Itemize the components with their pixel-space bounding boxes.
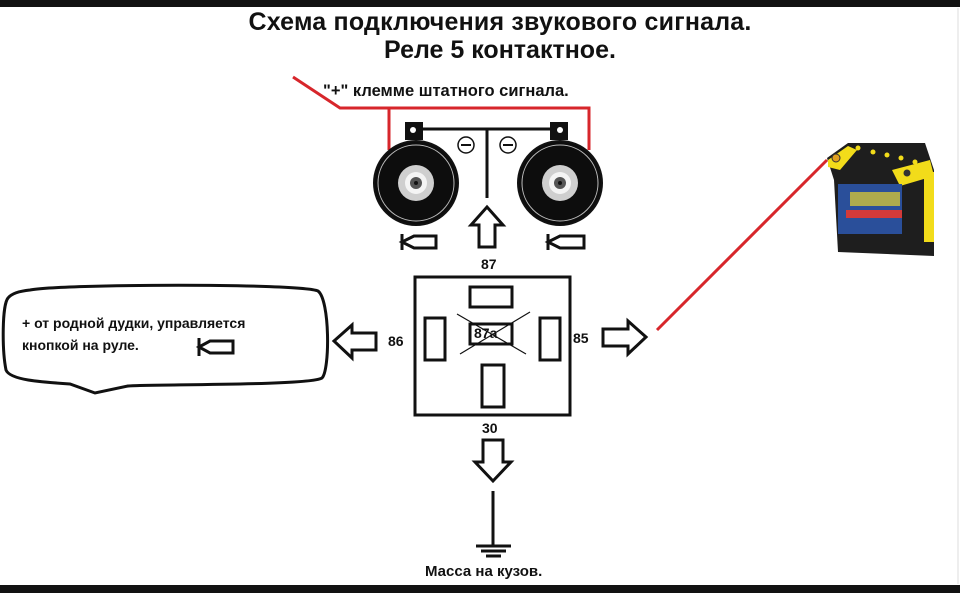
bubble-note-line2: кнопкой на руле. <box>22 337 139 353</box>
right-horn <box>517 122 603 226</box>
bottom-border <box>0 585 960 593</box>
speech-bubble <box>1 283 330 395</box>
diagram-subtitle: Реле 5 контактное. <box>384 36 616 64</box>
pin-label-87: 87 <box>481 256 497 272</box>
arrow-down-icon <box>471 438 515 484</box>
horn-icon <box>195 338 235 356</box>
relay-pin-30 <box>480 363 506 409</box>
battery-icon <box>827 143 934 256</box>
minus-icon <box>457 136 475 154</box>
pin-label-30: 30 <box>482 420 498 436</box>
arrow-right-icon <box>601 317 649 358</box>
pin-87a-crossed-out <box>456 311 531 355</box>
bubble-note-line1: + от родной дудки, управляется <box>22 315 246 331</box>
arrow-left-icon <box>331 321 378 362</box>
pin-label-87a: 87a <box>474 325 498 341</box>
ground-icon <box>476 491 511 558</box>
relay-pin-87 <box>468 285 514 309</box>
horn-bracket <box>420 127 556 198</box>
pin-label-85: 85 <box>573 330 589 346</box>
relay-pin-86 <box>423 316 447 362</box>
top-border <box>0 0 960 7</box>
diagram-title: Схема подключения звукового сигнала. <box>248 8 752 36</box>
horn-icon <box>544 234 586 250</box>
bubble-note: + от родной дудки, управляется кнопкой н… <box>22 312 245 356</box>
pin-label-86: 86 <box>388 333 404 349</box>
minus-icon <box>499 136 517 154</box>
left-horn <box>373 122 459 226</box>
horn-positive-wire <box>292 75 591 150</box>
relay-pin-85 <box>538 316 562 362</box>
horn-icon <box>398 234 438 250</box>
arrow-up-icon <box>467 204 507 249</box>
horn-plus-note: "+" клемме штатного сигнала. <box>323 82 569 100</box>
battery-positive-wire <box>655 158 829 332</box>
ground-label: Масса на кузов. <box>425 563 543 580</box>
